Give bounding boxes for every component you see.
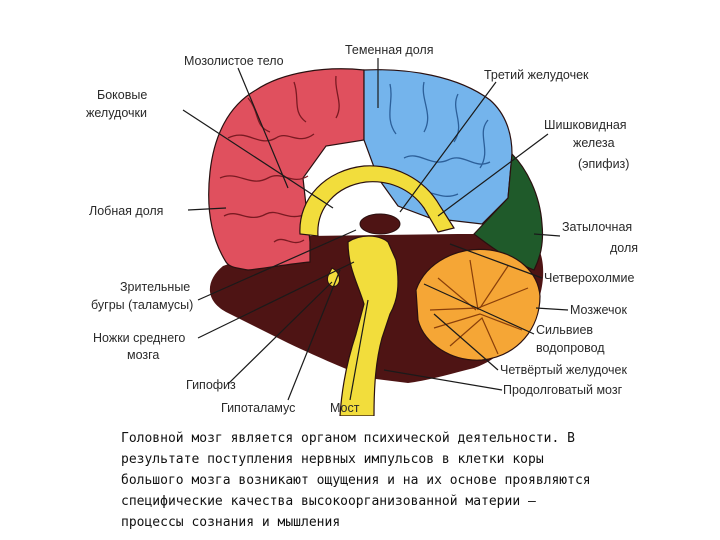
brain-illustration: Мозолистое тело Теменная доля Боковые же… [86,43,638,416]
label-lateral-ventricles-1: Боковые [97,88,147,102]
parietal-lobe [363,69,513,225]
label-aqueduct-1: Сильвиев [536,323,593,337]
label-pineal-3: (эпифиз) [578,157,629,171]
label-third-ventricle: Третий желудочек [484,68,589,82]
caption-line: результате поступления нервных импульсов… [121,452,544,467]
label-cerebellum: Мозжечок [570,303,627,317]
pituitary [327,267,340,287]
label-occipital-1: Затылочная [562,220,632,234]
label-thalamus-1: Зрительные [120,280,190,294]
caption-line: большого мозга возникают ощущения и на и… [121,473,591,488]
label-pineal-1: Шишковидная [544,118,627,132]
label-parietal-lobe: Теменная доля [345,43,433,57]
label-frontal-lobe: Лобная доля [89,204,163,218]
label-corpus-callosum: Мозолистое тело [184,54,284,68]
corpus-callosum [299,165,455,237]
label-pituitary: Гипофиз [186,378,236,392]
label-thalamus-2: бугры (таламусы) [91,298,193,312]
occipital-lobe [473,152,544,271]
label-lateral-ventricles-2: желудочки [86,106,147,120]
cerebellum [415,248,541,361]
caption-line: Головной мозг является органом психическ… [121,431,575,446]
cortex-folds [219,75,340,244]
label-medulla: Продолговатый мозг [503,383,623,397]
label-quadrigemina: Четверохолмие [544,271,634,285]
thalamus [359,213,401,235]
brain-diagram: Мозолистое тело Теменная доля Боковые же… [78,38,650,416]
brainstem [339,235,399,416]
label-fourth-ventricle: Четвёртый желудочек [500,363,627,377]
label-pons: Мост [330,401,360,415]
leader-lines [182,58,569,401]
label-hypothalamus: Гипоталамус [221,401,295,415]
caption-line: процессы сознания и мышления [121,515,341,530]
caption-line: специфические качества высокоорганизован… [121,494,536,509]
label-occipital-2: доля [610,241,638,255]
label-midbrain-1: Ножки среднего [93,331,185,345]
label-aqueduct-2: водопровод [536,341,605,355]
caption-text: Головной мозг является органом психическ… [121,428,681,533]
label-pineal-2: железа [573,136,615,150]
label-midbrain-2: мозга [127,348,159,362]
